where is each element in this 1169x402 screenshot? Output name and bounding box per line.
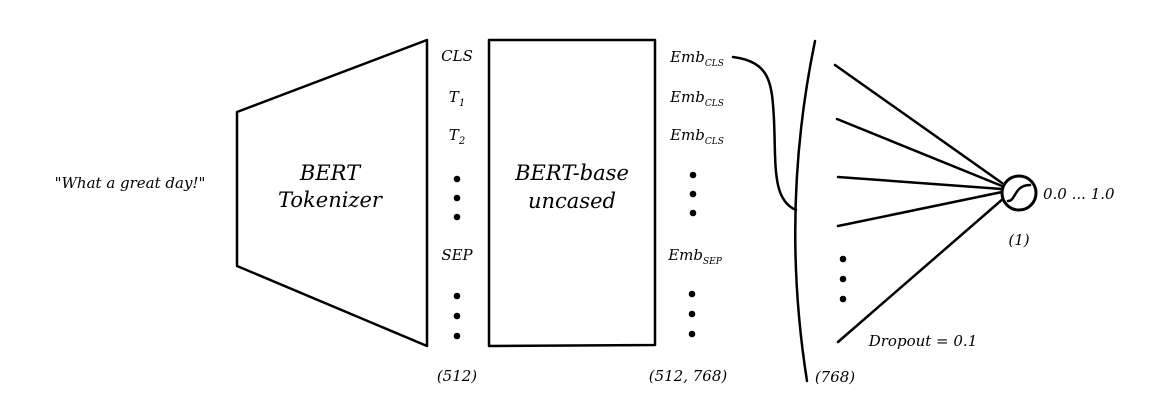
- cls-connector-curve: [731, 55, 798, 212]
- embedding-sep: EmbSEP: [667, 246, 723, 267]
- token-cls: CLS: [441, 47, 473, 65]
- cls-vector-line: [794, 39, 817, 383]
- sigmoid-icon: [1000, 174, 1038, 212]
- token-sep: SEP: [441, 246, 473, 264]
- output-dim-label: (1): [1008, 231, 1029, 249]
- bert-model-block: [487, 38, 657, 348]
- embeddings-dim-label: (512, 768): [649, 367, 728, 385]
- token-t1: T1: [449, 88, 465, 109]
- embedding-ellipsis-1: [689, 171, 697, 217]
- embedding-cls-1: EmbCLS: [669, 48, 724, 69]
- tokens-dim-label: (512): [437, 367, 477, 385]
- output-range-label: 0.0 ... 1.0: [1043, 185, 1115, 203]
- embedding-cls-3: EmbCLS: [669, 126, 724, 147]
- embedding-ellipsis-2: [688, 290, 696, 338]
- tokenizer-block: [235, 38, 429, 348]
- token-ellipsis-2: [453, 292, 461, 340]
- bert-model-label-line2: uncased: [528, 189, 616, 213]
- weights-ellipsis: [839, 255, 847, 303]
- embedding-cls-2: EmbCLS: [669, 88, 724, 109]
- cls-dim-label: (768): [815, 368, 855, 386]
- dropout-label: Dropout = 0.1: [868, 332, 978, 350]
- bert-model-label-line1: BERT-base: [514, 161, 629, 185]
- token-ellipsis-1: [453, 175, 461, 221]
- token-t2: T2: [449, 126, 465, 147]
- tokenizer-label-line1: BERT: [299, 161, 362, 185]
- tokenizer-label-line2: Tokenizer: [278, 188, 384, 212]
- classifier-weights: [833, 63, 1006, 344]
- input-text: "What a great day!": [55, 174, 206, 192]
